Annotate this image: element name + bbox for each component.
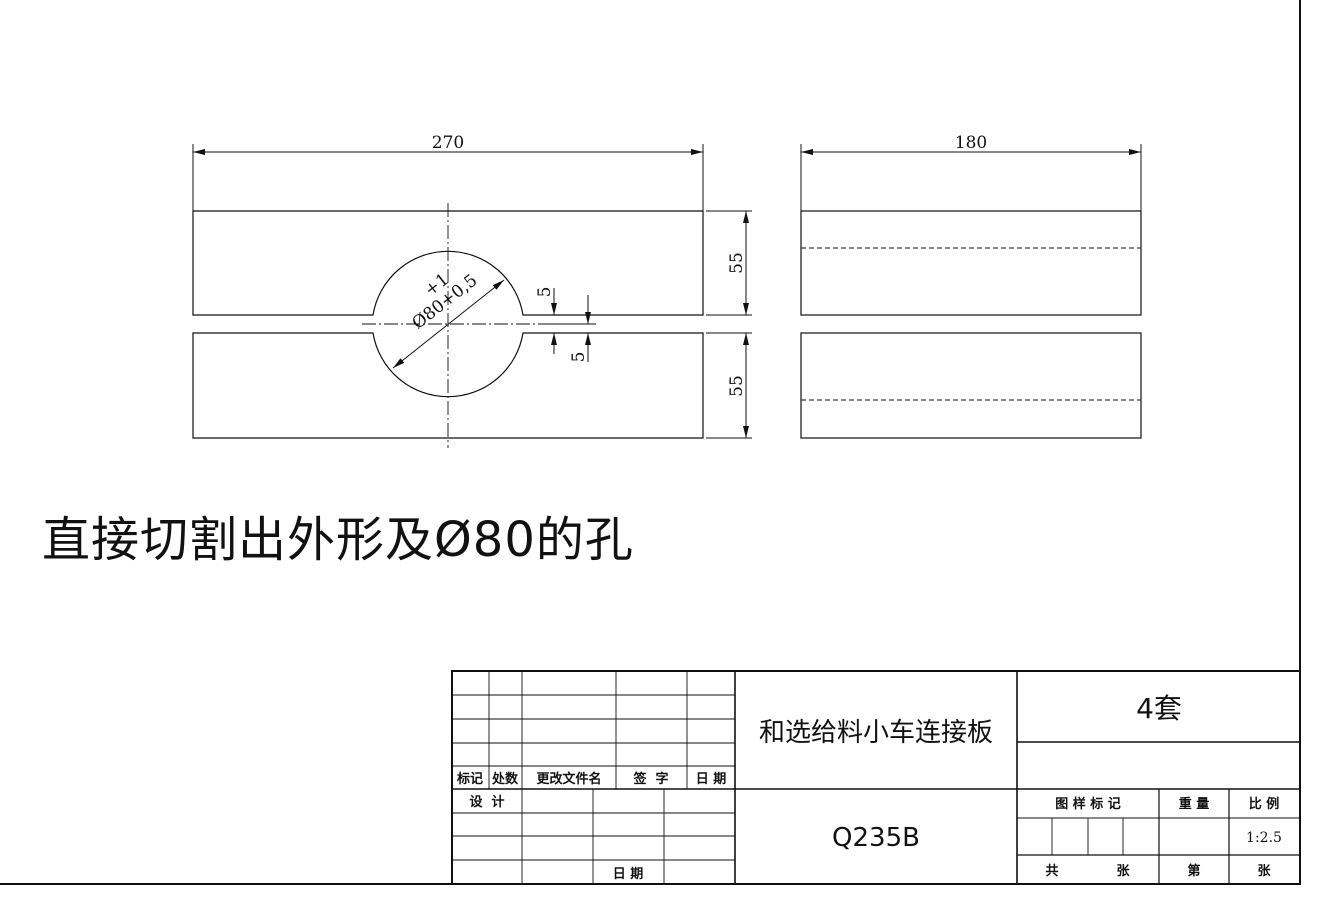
tb-material: Q235B xyxy=(832,823,920,853)
dim-lower-height-label: 55 xyxy=(727,375,747,397)
title-block-grid xyxy=(451,670,1301,885)
tb-sheets1: 张 xyxy=(1116,864,1130,879)
dim-gap-lower-label: 5 xyxy=(569,352,589,363)
tb-sheets2: 张 xyxy=(1257,864,1271,879)
dim-heights xyxy=(706,210,752,439)
tb-sheet-no: 第 xyxy=(1187,863,1200,879)
tb-scale-value: 1:2.5 xyxy=(1246,830,1282,846)
front-upper-part xyxy=(192,210,704,316)
side-hidden-lines xyxy=(801,247,1141,401)
dim-side-width-label: 180 xyxy=(955,133,987,153)
tb-drawing-mark: 图 样 标 记 xyxy=(1055,796,1121,812)
dim-front-width-label: 270 xyxy=(432,133,464,153)
front-view xyxy=(192,210,704,439)
tb-total: 共 xyxy=(1045,863,1058,879)
tb-part-name: 和选给料小车连接板 xyxy=(759,718,993,748)
tb-weight: 重 量 xyxy=(1179,796,1210,812)
dim-hole-diameter xyxy=(392,279,505,369)
sheet-border xyxy=(0,0,1301,885)
tb-header-date: 日 期 xyxy=(696,772,727,787)
front-lower-part xyxy=(192,332,704,439)
cutting-note: 直接切割出外形及Ø80的孔 xyxy=(42,512,634,568)
dim-gaps xyxy=(526,288,596,362)
tb-design: 设 计 xyxy=(469,794,504,810)
tb-quantity: 4套 xyxy=(1136,692,1182,725)
dim-front-width xyxy=(192,144,704,211)
side-lower-part xyxy=(800,332,1142,439)
dim-gap-upper-label: 5 xyxy=(535,287,555,298)
tb-header-change-doc: 更改文件名 xyxy=(536,771,601,787)
dim-upper-height-label: 55 xyxy=(727,252,747,274)
tb-header-count: 处数 xyxy=(491,771,519,787)
tb-header-signature: 签 字 xyxy=(632,771,668,787)
dim-side-width xyxy=(800,144,1142,211)
tb-scale-label: 比 例 xyxy=(1249,796,1280,812)
center-lines xyxy=(362,203,596,448)
side-upper-part xyxy=(800,210,1142,316)
side-view xyxy=(800,210,1142,439)
tb-date2: 日 期 xyxy=(613,867,644,882)
tb-header-mark: 标记 xyxy=(456,771,483,787)
